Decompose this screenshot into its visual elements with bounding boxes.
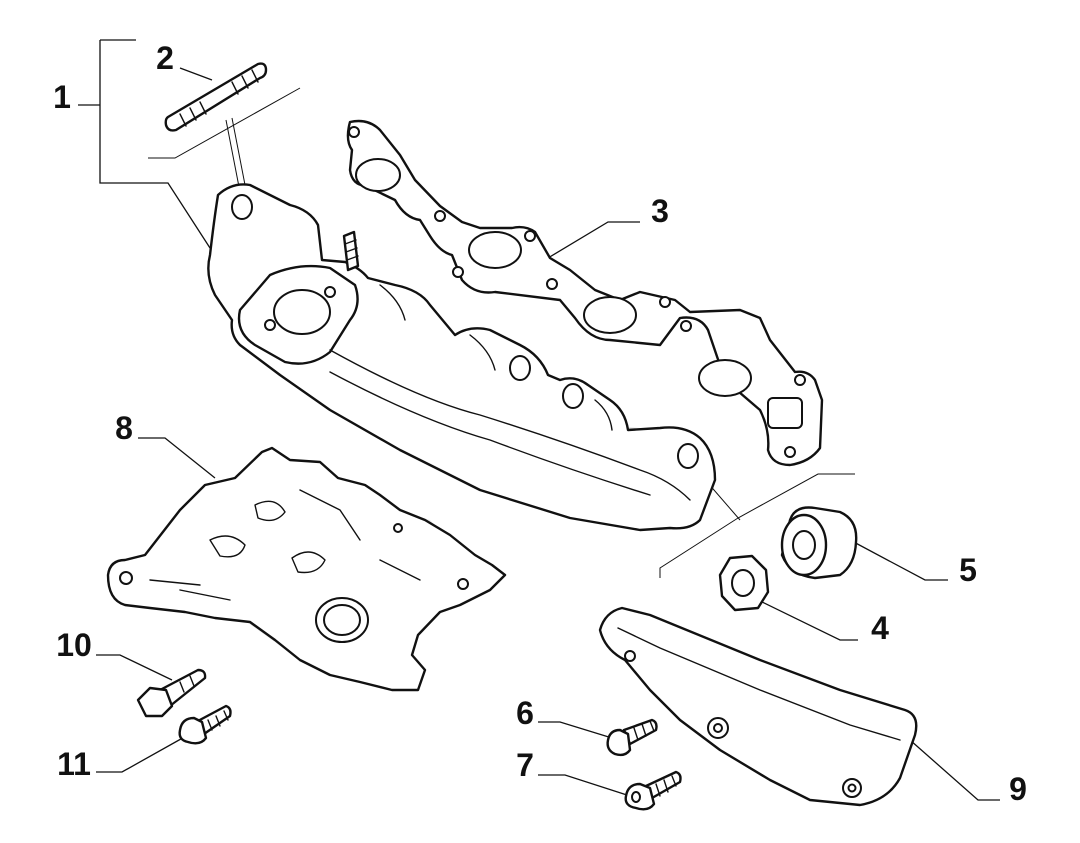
leader-8 [138, 437, 216, 479]
callout-3: 3 [651, 193, 669, 229]
callout-9: 9 [1009, 771, 1027, 807]
callout-4: 4 [871, 610, 889, 646]
leader-2 [179, 67, 213, 81]
heat-shield-part-8 [106, 446, 507, 692]
leader-1 [78, 39, 211, 249]
callout-2: 2 [156, 40, 174, 76]
leader-3 [547, 221, 640, 259]
leader-9 [909, 739, 1000, 801]
bolt-part-11 [178, 704, 232, 745]
callout-10: 10 [56, 627, 92, 663]
gasket-part-3 [346, 119, 824, 467]
exhaust-manifold-part-1 [207, 183, 717, 532]
bracket-part-9 [598, 606, 918, 807]
assembly-guides [148, 87, 855, 578]
callout-5: 5 [959, 552, 977, 588]
leader-lines [78, 39, 1000, 801]
bolt-part-6 [606, 718, 658, 757]
callout-6: 6 [516, 695, 534, 731]
bolt-part-10 [136, 668, 207, 718]
bolt-part-7 [624, 770, 682, 811]
leader-4 [757, 599, 858, 641]
callout-11: 11 [57, 746, 91, 782]
callout-1: 1 [53, 79, 71, 115]
leader-10 [96, 654, 173, 681]
nut-part-4 [718, 554, 770, 612]
leader-11 [96, 734, 189, 773]
callout-8: 8 [115, 410, 133, 446]
leader-7 [538, 774, 631, 797]
spacer-part-5 [780, 506, 858, 580]
stud-part-2 [164, 62, 268, 132]
callout-7: 7 [516, 747, 534, 783]
leader-6 [538, 721, 613, 739]
leader-5 [849, 539, 948, 581]
